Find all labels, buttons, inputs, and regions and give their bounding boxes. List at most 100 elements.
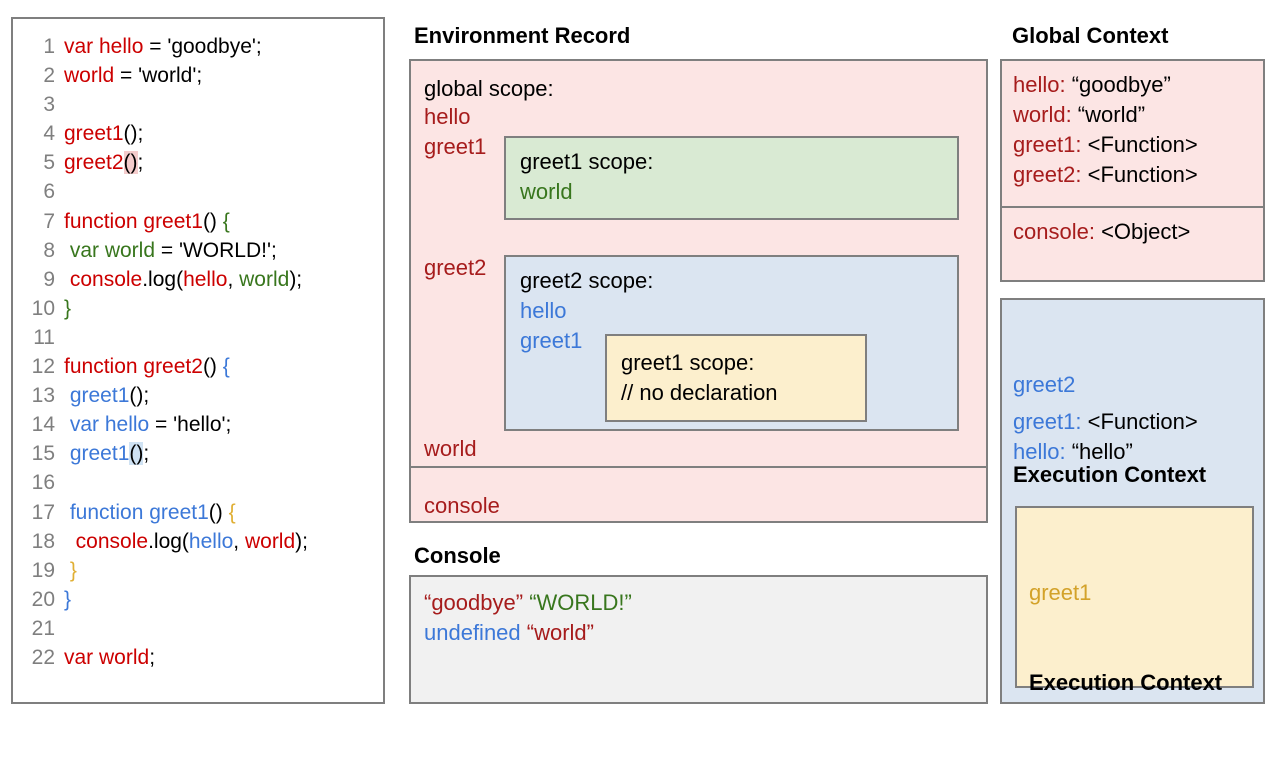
greet1-execution-context-header: greet1 Execution Context	[1029, 518, 1222, 758]
code-token: ()	[202, 355, 223, 379]
code-token: console	[64, 529, 149, 553]
line-number: 2	[43, 64, 55, 88]
greet2-execution-context-panel: greet2 Execution Context greet1: <Functi…	[1000, 298, 1265, 704]
global-context-console: console: <Object>	[1013, 217, 1190, 247]
greet2-ec-variable-value: “hello”	[1071, 439, 1133, 464]
global-context-variable-value: “world”	[1077, 102, 1146, 127]
code-token: var hello	[64, 35, 150, 58]
global-context-variable-value: “goodbye”	[1071, 72, 1171, 97]
greet2-execution-context-variable-list: greet1: <Function>hello: “hello”	[1013, 407, 1198, 467]
code-token: ();	[129, 384, 150, 408]
line-number: 15	[31, 442, 55, 466]
code-token: world	[244, 529, 296, 553]
code-token: }	[64, 558, 77, 582]
code-token: ()	[202, 209, 223, 233]
console-token: undefined	[424, 620, 527, 645]
er-binding-hello: hello	[424, 104, 471, 129]
console-line: “goodbye” “WORLD!”	[424, 588, 632, 618]
code-token: function greet1	[64, 500, 209, 524]
code-token: }	[64, 587, 72, 611]
code-token: function greet2	[64, 355, 203, 379]
code-line: 9 console.log(hello, world);	[21, 265, 308, 294]
code-line: 3	[21, 90, 308, 119]
console-line: undefined “world”	[424, 618, 632, 648]
code-line: 22 var world;	[21, 643, 308, 672]
code-token: greet1	[64, 384, 130, 408]
code-line: 15 greet1();	[21, 439, 308, 468]
code-line: 14 var hello = 'hello';	[21, 410, 308, 439]
greet2-ec-variable: hello: “hello”	[1013, 437, 1198, 467]
global-context-variable-key: world:	[1013, 102, 1078, 127]
code-token: ;	[149, 645, 156, 669]
code-token: ;	[143, 442, 150, 466]
greet1-ec-subtitle: Execution Context	[1029, 670, 1223, 695]
code-token: = 'WORLD!';	[160, 238, 277, 262]
code-token: = 'goodbye';	[149, 35, 262, 58]
greet2-ec-variable: greet1: <Function>	[1013, 407, 1198, 437]
code-token: = 'hello';	[155, 413, 232, 437]
greet1-inner-scope-heading: greet1 scope:	[621, 350, 755, 375]
line-number: 14	[31, 413, 55, 437]
code-token: );	[289, 267, 303, 291]
environment-record-divider	[411, 466, 986, 468]
code-token: ,	[227, 267, 240, 291]
code-token: .log(	[148, 529, 189, 553]
code-line: 16	[21, 468, 308, 497]
line-number: 3	[43, 93, 55, 117]
code-line: 11	[21, 323, 308, 352]
line-number: 20	[31, 587, 55, 611]
er-binding-console: console	[424, 493, 500, 518]
code-token: world	[239, 267, 290, 291]
line-number: 21	[31, 616, 55, 640]
greet2-scope-entry-greet1: greet1	[520, 328, 583, 353]
code-token: ,	[233, 529, 245, 553]
global-context-console-value: <Object>	[1101, 219, 1191, 244]
greet2-ec-subtitle: Execution Context	[1013, 462, 1207, 487]
code-token: greet2	[64, 151, 124, 175]
global-context-divider	[1002, 206, 1263, 208]
console-token: “goodbye”	[424, 590, 530, 615]
code-line: 13 greet1();	[21, 381, 308, 410]
greet1-execution-context-panel: greet1 Execution Context	[1015, 506, 1254, 695]
code-token: .log(	[142, 267, 184, 291]
console-output: “goodbye” “WORLD!”undefined “world”	[424, 588, 632, 648]
line-number: 17	[31, 500, 55, 524]
global-context-variable: greet1: <Function>	[1013, 130, 1198, 160]
global-context-title: Global Context	[1012, 23, 1169, 48]
global-context-panel: hello: “goodbye”world: “world”greet1: <F…	[1000, 59, 1265, 282]
code-line: 17 function greet1() {	[21, 498, 308, 527]
code-token: var world	[64, 645, 150, 669]
greet2-ec-variable-value: <Function>	[1087, 409, 1198, 434]
greet2-ec-variable-key: greet1:	[1013, 409, 1088, 434]
global-context-variable-list: hello: “goodbye”world: “world”greet1: <F…	[1013, 70, 1198, 190]
line-number: 12	[31, 355, 55, 379]
line-number: 9	[43, 267, 55, 291]
line-number: 16	[31, 471, 55, 495]
line-number: 8	[43, 238, 55, 262]
code-token: var world	[64, 238, 161, 262]
greet2-scope-box: greet2 scope: hello greet1 greet1 scope:…	[504, 255, 959, 431]
code-token: ()	[208, 500, 229, 524]
er-binding-greet2: greet2	[424, 255, 487, 280]
greet1-inner-scope-box: greet1 scope: // no declaration	[605, 334, 867, 422]
line-number: 4	[43, 122, 55, 146]
code-token: greet1	[64, 122, 124, 146]
code-token: = 'world';	[120, 64, 203, 88]
line-number: 11	[33, 325, 55, 349]
code-line: 19 }	[21, 556, 308, 585]
greet1-inner-scope-comment: // no declaration	[621, 380, 778, 405]
greet1-scope-entry-world: world	[520, 179, 573, 204]
code-line: 18 console.log(hello, world);	[21, 527, 308, 556]
greet2-ec-variable-key: hello:	[1013, 439, 1072, 464]
line-number: 22	[31, 645, 55, 669]
code-line: 20}	[21, 585, 308, 614]
global-context-variable-key: greet1:	[1013, 132, 1088, 157]
greet2-ec-name: greet2	[1013, 372, 1076, 397]
code-token: console	[64, 267, 143, 291]
